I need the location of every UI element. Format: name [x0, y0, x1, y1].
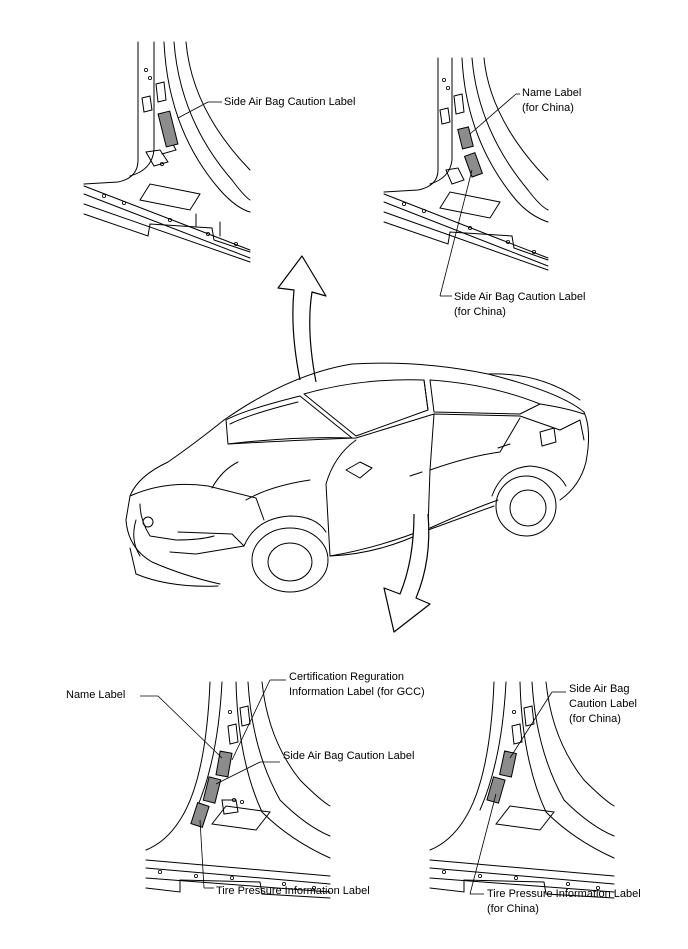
bl-name-label: Name Label — [66, 689, 126, 701]
tr-side-airbag-label-mark — [463, 151, 484, 178]
tl-side-airbag-leader — [177, 101, 209, 119]
bl-side-airbag-caution-label: Side Air Bag Caution Label — [283, 750, 415, 762]
br-tire-pressure-label-mark — [486, 776, 506, 804]
down-arrow — [383, 513, 431, 633]
br-side-airbag-leader — [509, 691, 553, 759]
bl-side-airbag-label-mark — [202, 776, 222, 804]
tr-side-airbag-line2: (for China) — [454, 306, 506, 318]
bl-cert-label-line1: Certification Reguration — [289, 671, 404, 683]
pillar-top-right — [383, 57, 549, 271]
br-side-airbag-line2: Caution Label — [569, 698, 637, 710]
bl-side-airbag-leader — [215, 761, 261, 785]
pillar-bottom-right — [429, 681, 615, 899]
bl-cert-leader — [231, 679, 271, 761]
br-side-airbag-line1: Side Air Bag — [569, 683, 630, 695]
br-side-airbag-label-mark — [499, 750, 517, 778]
tr-name-label-leader — [469, 93, 517, 135]
br-tire-pressure-line2: (for China) — [487, 903, 539, 915]
bl-tire-pressure-leader — [199, 819, 205, 889]
tr-side-airbag-line1: Side Air Bag Caution Label — [454, 291, 586, 303]
br-side-airbag-line3: (for China) — [569, 713, 621, 725]
tl-side-airbag-label-mark — [157, 110, 179, 148]
car-drawing — [125, 362, 590, 593]
tr-side-airbag-leader — [439, 169, 473, 297]
bl-name-label-mark — [215, 750, 233, 778]
tr-name-label-line2: (for China) — [522, 102, 574, 114]
pillar-bottom-left — [145, 681, 331, 899]
bl-tire-pressure-label: Tire Pressure Information Label — [216, 885, 370, 897]
tr-name-label-line1: Name Label — [522, 87, 582, 99]
pillar-top-left — [83, 41, 251, 263]
up-arrow — [277, 255, 327, 383]
tr-name-label-mark — [457, 126, 474, 150]
bl-name-label-leader — [157, 695, 223, 759]
tl-side-airbag-caution-label: Side Air Bag Caution Label — [224, 96, 356, 108]
br-tire-pressure-leader — [469, 793, 497, 895]
bl-tire-pressure-label-mark — [190, 802, 210, 828]
br-tire-pressure-line1: Tire Pressure Information Label — [487, 888, 641, 900]
bl-cert-label-line2: Information Label (for GCC) — [289, 686, 425, 698]
